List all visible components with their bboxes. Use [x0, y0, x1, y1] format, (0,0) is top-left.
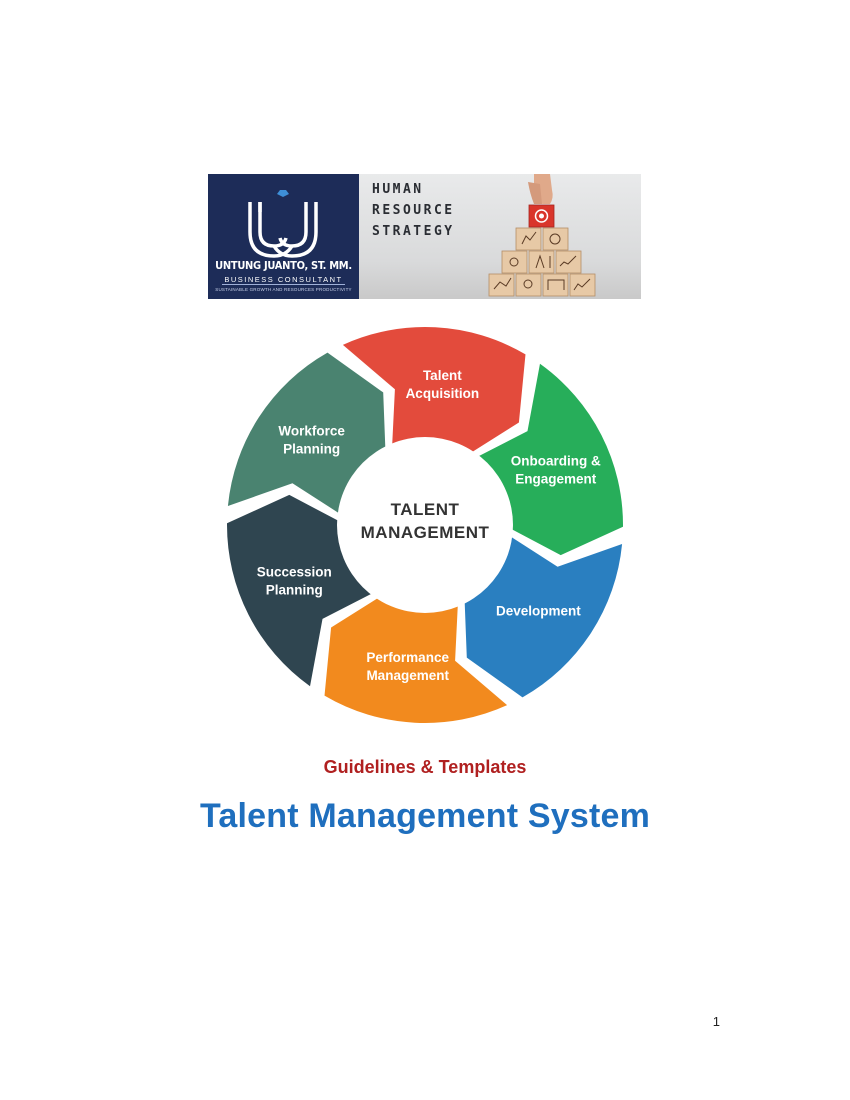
document-subtitle: Guidelines & Templates: [323, 757, 527, 777]
consultant-tagline: SUSTAINABLE GROWTH AND RESOURCES PRODUCT…: [215, 287, 352, 292]
cycle-label-onboarding-engagement-line-1: Onboarding &: [511, 454, 601, 469]
strategy-heading: HUMAN RESOURCE STRATEGY: [372, 179, 455, 242]
cycle-label-workforce-planning-line-2: Planning: [283, 442, 340, 457]
wooden-blocks-pyramid-image: [488, 174, 596, 297]
cycle-segment-development: [464, 532, 623, 698]
header-banner: UNTUNG JUANTO, ST. MM. BUSINESS CONSULTA…: [208, 174, 641, 299]
cycle-segment-talent-acquisition: [342, 327, 526, 457]
cycle-label-succession-planning-line-2: Planning: [266, 582, 323, 597]
cycle-label-performance-management-line-1: Performance: [366, 650, 449, 665]
consultant-role: BUSINESS CONSULTANT: [224, 275, 343, 284]
strategy-line-3: STRATEGY: [372, 224, 455, 239]
page-number: 1: [712, 1014, 720, 1029]
strategy-line-2: RESOURCE: [372, 203, 455, 218]
logo-divider: [222, 284, 345, 285]
consultant-name: UNTUNG JUANTO, ST. MM.: [215, 259, 352, 272]
cycle-label-development-line-1: Development: [496, 603, 581, 618]
cycle-label-performance-management-line-2: Management: [366, 668, 449, 683]
strategy-line-1: HUMAN: [372, 182, 424, 197]
center-label-line-1: TALENT: [391, 500, 460, 519]
center-hub: [337, 437, 513, 613]
strategy-panel: HUMAN RESOURCE STRATEGY: [359, 174, 641, 299]
cycle-label-talent-acquisition-line-2: Acquisition: [406, 386, 480, 401]
document-title: Talent Management System: [199, 797, 651, 835]
uj-logo-icon: [248, 190, 318, 258]
consultant-logo-panel: UNTUNG JUANTO, ST. MM. BUSINESS CONSULTA…: [208, 174, 359, 299]
cycle-label-succession-planning-line-1: Succession: [257, 564, 332, 579]
cycle-label-talent-acquisition-line-1: Talent: [423, 368, 462, 383]
target-icon: [534, 209, 549, 223]
cycle-segment-performance-management: [324, 593, 508, 723]
cycle-label-workforce-planning-line-1: Workforce: [278, 424, 345, 439]
center-label-line-2: MANAGEMENT: [361, 523, 490, 542]
cycle-label-onboarding-engagement-line-2: Engagement: [515, 472, 597, 487]
cycle-segment-workforce-planning: [227, 352, 386, 518]
